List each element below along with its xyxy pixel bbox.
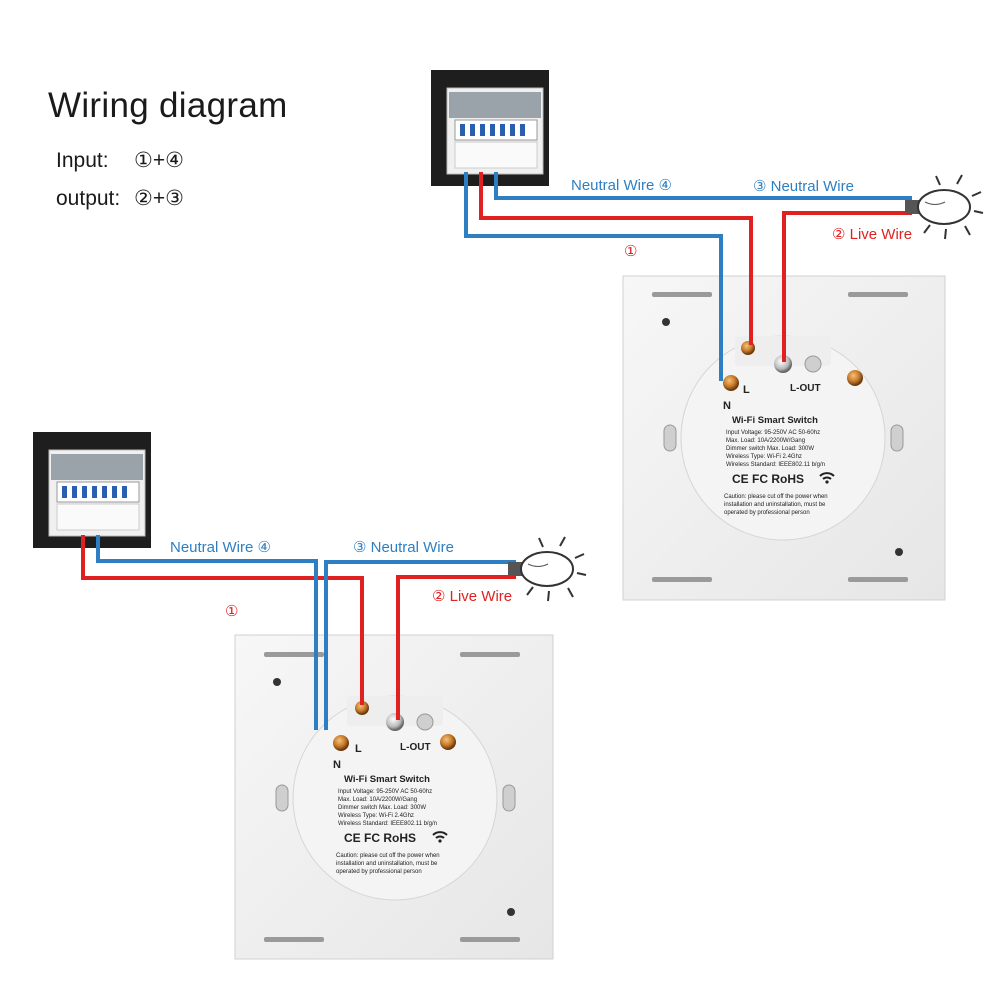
spec-line: Max. Load: 10A/2200W/Gang — [726, 438, 805, 444]
input-value: ①+④ — [134, 149, 184, 172]
spec-line: Wireless Type: Wi-Fi 2.4Ghz — [726, 454, 802, 460]
spec-line: Wireless Type: Wi-Fi 2.4Ghz — [338, 813, 414, 819]
diagram-title: Wiring diagram — [48, 86, 288, 125]
live-wire-in — [81, 535, 364, 705]
caution-line: installation and uninstallation, must be — [724, 502, 826, 508]
spec-line: Wireless Standard: IEEE802.11 b/g/n — [338, 821, 437, 827]
switch-plate-bottom — [234, 634, 554, 960]
wifi-icon — [819, 472, 835, 484]
neutral-wire-in — [96, 535, 318, 730]
light-bulb-icon — [905, 174, 984, 240]
terminal-n: N — [333, 759, 341, 771]
cert-marks: CE FC RoHS — [732, 472, 804, 486]
wires-bottom — [81, 535, 516, 730]
input-label: Input: — [56, 149, 109, 172]
breaker-panel-icon — [431, 70, 549, 186]
live-wire-in — [479, 172, 753, 345]
switch-name: Wi-Fi Smart Switch — [732, 415, 818, 426]
terminal-lout: L-OUT — [400, 742, 431, 753]
spec-line: Input Voltage: 95-250V AC 50-60hz — [726, 430, 820, 436]
spec-line: Max. Load: 10A/2200W/Gang — [338, 797, 417, 803]
input-legend: Input: ①+④ — [56, 148, 184, 173]
output-value: ②+③ — [134, 187, 184, 210]
caution-line: operated by professional person — [724, 510, 810, 516]
terminal-l: L — [743, 384, 750, 396]
caution-line: installation and uninstallation, must be — [336, 861, 438, 867]
output-label: output: — [56, 187, 121, 210]
caution-line: Caution: please cut off the power when — [336, 853, 440, 859]
label-live-in: ① — [624, 243, 637, 260]
label-neutral-in: Neutral Wire ④ — [571, 177, 672, 194]
assembly-top: Neutral Wire ④ ③ Neutral Wire ② Live Wir… — [431, 70, 984, 601]
cert-marks: CE FC RoHS — [344, 831, 416, 845]
neutral-wire-out — [494, 172, 912, 200]
label-neutral-out: ③ Neutral Wire — [753, 178, 854, 195]
caution-line: Caution: please cut off the power when — [724, 494, 828, 500]
switch-name: Wi-Fi Smart Switch — [344, 774, 430, 785]
wifi-icon — [432, 831, 448, 843]
spec-line: Wireless Standard: IEEE802.11 b/g/n — [726, 462, 825, 468]
label-live-in: ① — [225, 603, 238, 620]
live-wire-out — [782, 211, 912, 362]
spec-line: Dimmer switch Max. Load: 300W — [726, 446, 814, 452]
assembly-bottom: Neutral Wire ④ ③ Neutral Wire ② Live Wir… — [33, 432, 587, 960]
label-live-out: ② Live Wire — [432, 588, 512, 605]
spec-line: Input Voltage: 95-250V AC 50-60hz — [338, 789, 432, 795]
label-neutral-out: ③ Neutral Wire — [353, 539, 454, 556]
neutral-wire-in — [464, 172, 723, 381]
light-bulb-icon — [508, 536, 587, 602]
live-wire-out — [396, 575, 516, 720]
caution-line: operated by professional person — [336, 869, 422, 875]
terminal-n: N — [723, 400, 731, 412]
breaker-panel-icon — [33, 432, 151, 548]
terminal-l: L — [355, 743, 362, 755]
terminal-lout: L-OUT — [790, 383, 821, 394]
wires-top — [464, 172, 912, 381]
neutral-wire-out — [324, 560, 516, 730]
spec-line: Dimmer switch Max. Load: 300W — [338, 805, 426, 811]
output-legend: output: ②+③ — [56, 186, 184, 211]
label-neutral-in: Neutral Wire ④ — [170, 539, 271, 556]
label-live-out: ② Live Wire — [832, 226, 912, 243]
